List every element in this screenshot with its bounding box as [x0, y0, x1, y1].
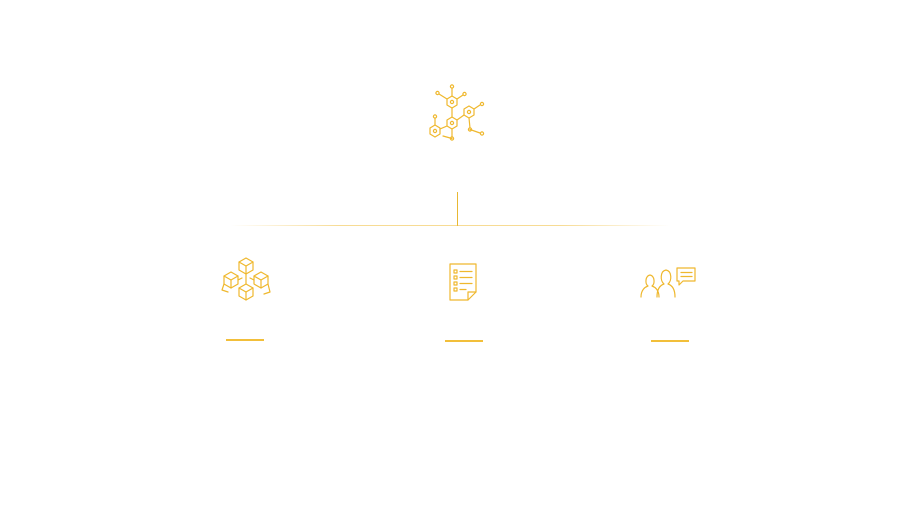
- right-branch-underline: [651, 340, 689, 342]
- blockchain-cubes-icon: [220, 256, 272, 304]
- left-branch-underline: [226, 339, 264, 341]
- network-hexagons-icon: [422, 82, 490, 144]
- branch-connector-line: [230, 225, 670, 226]
- root-connector-line: [457, 192, 458, 226]
- people-chat-icon: [638, 266, 698, 300]
- checklist-document-icon: [446, 262, 480, 302]
- middle-branch-underline: [445, 340, 483, 342]
